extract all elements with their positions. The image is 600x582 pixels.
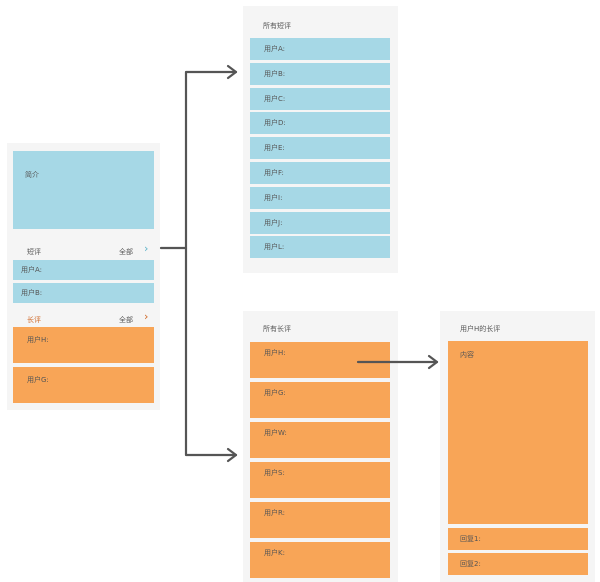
long-review-row[interactable]: 用户G: xyxy=(250,382,390,418)
intro-label: 简介 xyxy=(25,171,39,179)
long-review-row[interactable]: 用户K: xyxy=(250,542,390,578)
long-review-row[interactable]: 用户S: xyxy=(250,462,390,498)
intro-box: 简介 xyxy=(13,151,154,229)
short-review-label: 短评 xyxy=(27,248,41,256)
long-review-label: 长评 xyxy=(27,316,41,324)
arrow-head xyxy=(226,64,238,80)
short-review-row[interactable]: 用户B: xyxy=(250,62,390,85)
arrow-to-all-short xyxy=(159,70,238,250)
long-review-row[interactable]: 用户R: xyxy=(250,502,390,538)
short-review-row[interactable]: 用户I: xyxy=(250,186,390,209)
all-long-panel: 所有长评 用户H: 用户G: 用户W: 用户S: 用户R: 用户K: xyxy=(243,311,398,582)
detail-content-box: 内容 xyxy=(448,341,588,524)
main-long-user: 用户H: xyxy=(27,336,49,344)
short-review-row[interactable]: 用户A: xyxy=(250,38,390,60)
short-review-row[interactable]: 用户L: xyxy=(250,236,390,259)
arrow-to-all-long xyxy=(184,246,238,457)
long-all-chevron-icon[interactable]: › xyxy=(144,310,149,323)
short-all-link[interactable]: 全部 xyxy=(119,248,133,256)
short-review-row[interactable]: 用户E: xyxy=(250,137,390,160)
main-long-row[interactable]: 用户G: xyxy=(13,367,154,403)
main-long-user: 用户G: xyxy=(27,376,49,384)
arrow-head xyxy=(226,447,238,463)
detail-content-label: 内容 xyxy=(460,351,474,359)
main-short-row[interactable]: 用户B: xyxy=(13,283,154,303)
short-review-row[interactable]: 用户J: xyxy=(250,211,390,234)
short-review-row[interactable]: 用户F: xyxy=(250,162,390,184)
main-long-row[interactable]: 用户H: xyxy=(13,327,154,363)
arrow-head xyxy=(427,354,439,370)
short-all-chevron-icon[interactable]: › xyxy=(144,242,149,255)
long-all-link[interactable]: 全部 xyxy=(119,316,133,324)
long-review-row[interactable]: 用户W: xyxy=(250,422,390,458)
all-short-title: 所有短评 xyxy=(263,22,291,30)
all-short-panel: 所有短评 用户A:用户B:用户C:用户D:用户E:用户F:用户I:用户J:用户L… xyxy=(243,6,398,273)
short-review-row[interactable]: 用户C: xyxy=(250,87,390,110)
reply-row[interactable]: 回复1: xyxy=(448,528,588,550)
short-review-row[interactable]: 用户D: xyxy=(250,112,390,135)
long-review-row[interactable]: 用户H: xyxy=(250,342,390,378)
detail-title: 用户H的长评 xyxy=(460,325,501,333)
main-short-row[interactable]: 用户A: xyxy=(13,260,154,280)
all-long-title: 所有长评 xyxy=(263,325,291,333)
reply-row[interactable]: 回复2: xyxy=(448,553,588,575)
main-panel: 简介 短评 全部 › 用户A: 用户B: 长评 全部 › 用户H: 用户G: xyxy=(7,143,160,410)
detail-panel: 用户H的长评 内容 回复1: 回复2: xyxy=(440,311,595,582)
